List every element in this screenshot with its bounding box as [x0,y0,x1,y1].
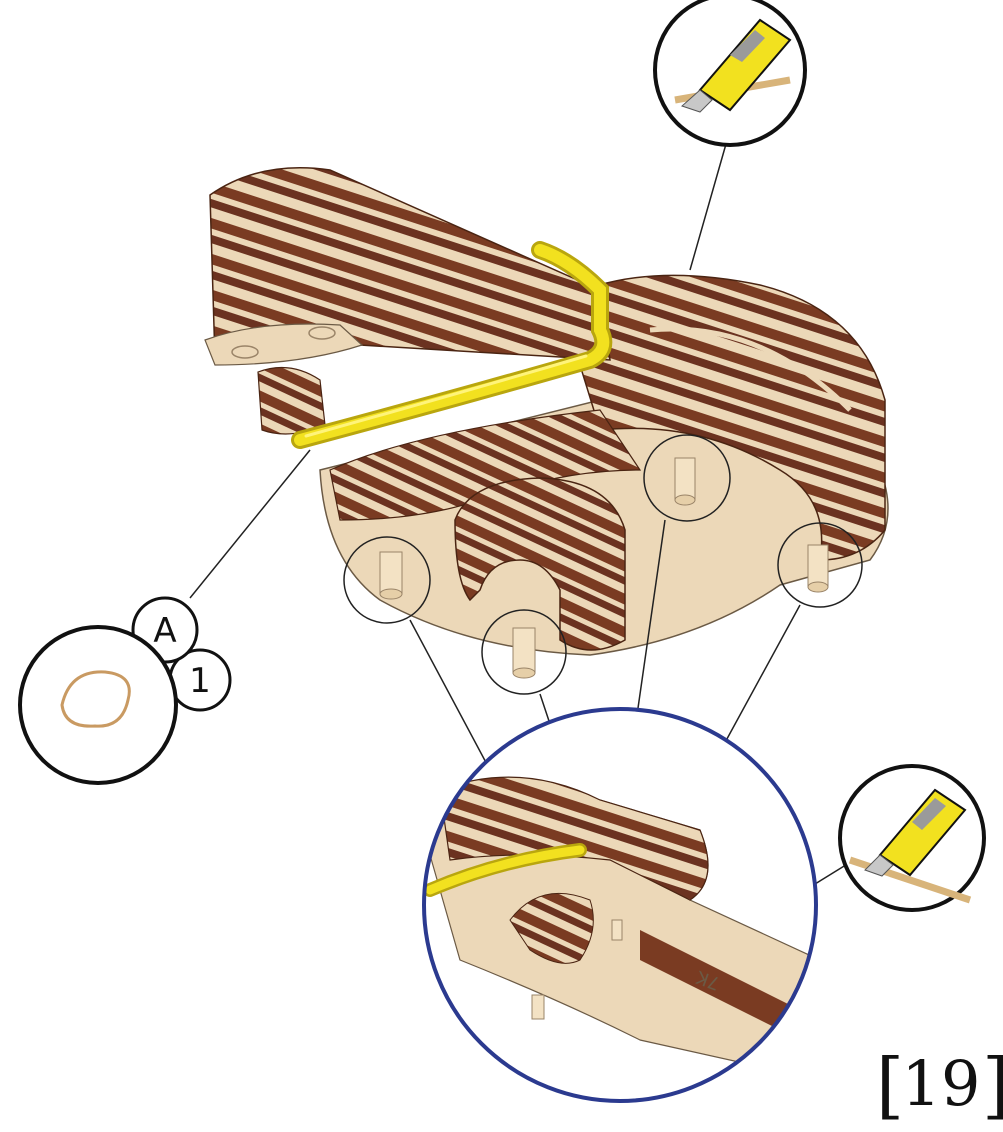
part-count: 1 [189,661,211,701]
svg-text:[: [ [876,1043,904,1127]
part-callout: A 1 [20,598,230,783]
peg [513,628,535,678]
main-assembly [205,168,888,678]
peg [808,545,828,592]
svg-text:]: ] [982,1043,1003,1127]
peg [380,552,402,599]
utility-knife-icon [840,766,984,910]
part-letter: A [153,611,176,651]
step-number-text: 19 [902,1047,981,1120]
utility-knife-icon [655,0,805,145]
step-number: [ 19 ] [876,1043,1003,1127]
detail-view: 7K [420,709,820,1101]
lower-left-block [258,368,325,435]
peg [675,458,695,505]
